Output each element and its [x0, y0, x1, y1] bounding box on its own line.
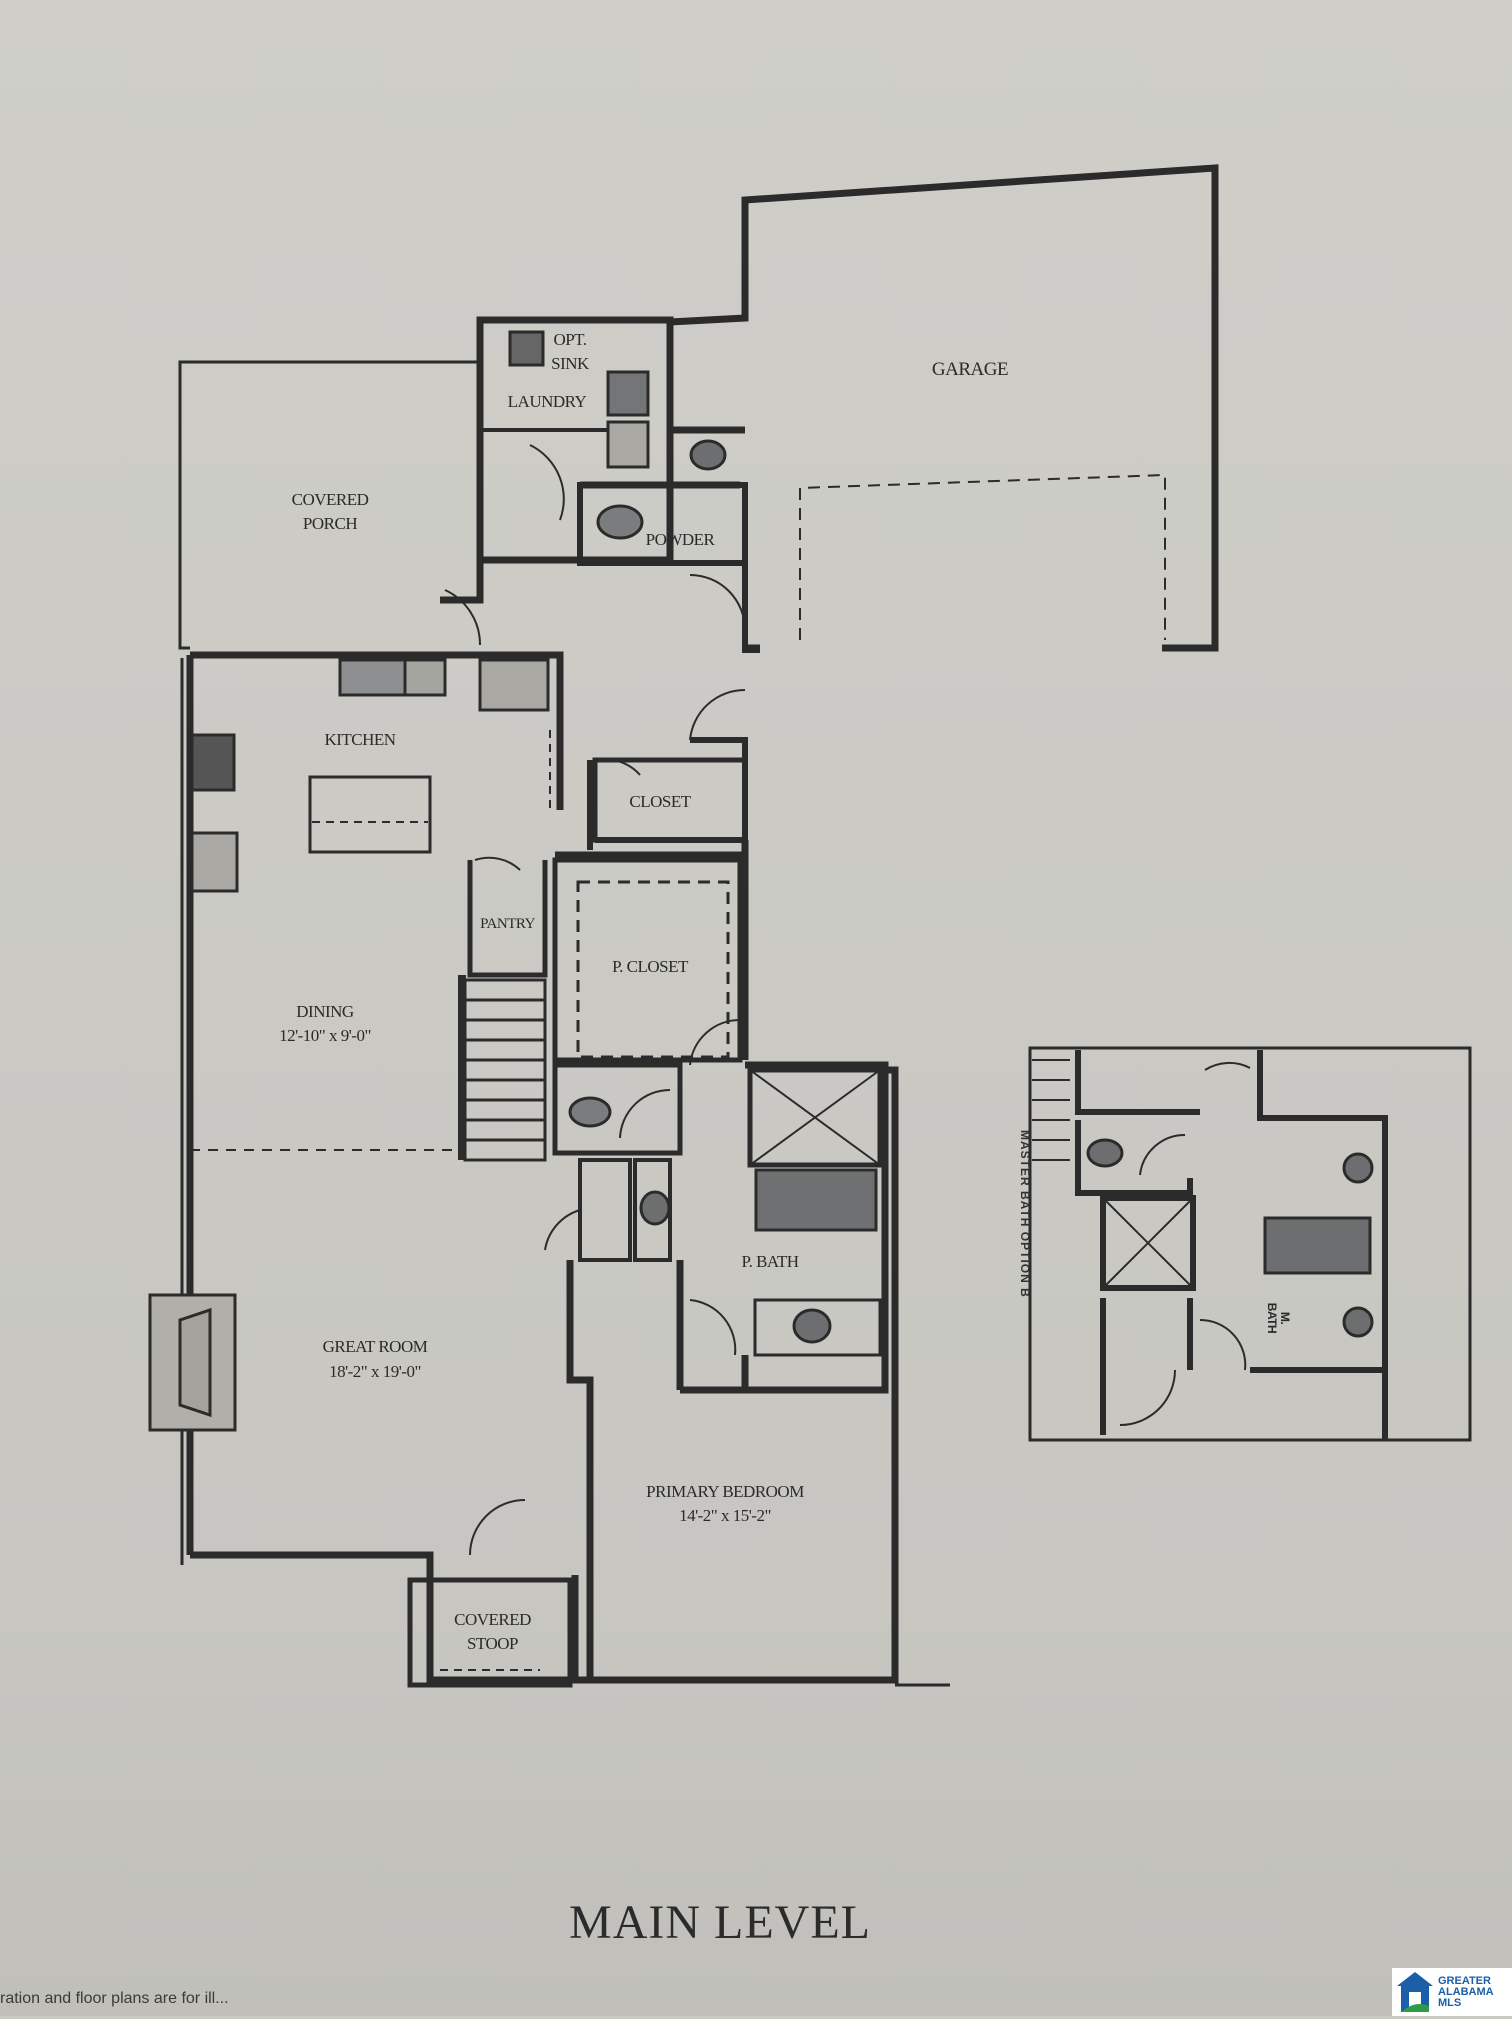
- powder-toilet-icon: [596, 504, 644, 540]
- main-outer-walls: [190, 651, 564, 810]
- room-label-laundry: LAUNDRY: [507, 392, 587, 411]
- room-label-p-closet: P. CLOSET: [612, 957, 688, 976]
- room-label-m-bath: M. BATH: [1265, 1302, 1292, 1334]
- room-size-primary-bedroom: 14'-2" x 15'-2": [679, 1506, 771, 1525]
- room-label-primary-bedroom: PRIMARY BEDROOM: [646, 1482, 804, 1501]
- room-size-great-room: 18'-2" x 19'-0": [329, 1362, 421, 1381]
- kitchen-island: [308, 775, 432, 854]
- toilet-icon: [568, 1096, 612, 1128]
- garage-walls: [669, 164, 1219, 652]
- room-label-p-bath: P. BATH: [741, 1252, 799, 1271]
- room-label-covered-stoop: COVERED STOOP: [454, 1610, 531, 1653]
- dryer-icon: [606, 370, 650, 417]
- room-label-great-room: GREAT ROOM: [322, 1337, 428, 1356]
- porch-outline: [178, 360, 480, 650]
- room-label-kitchen: KITCHEN: [324, 730, 396, 749]
- room-label-opt-sink: OPT. SINK: [551, 330, 589, 373]
- room-label-pantry: PANTRY: [480, 916, 535, 932]
- mls-logo-line3: MLS: [1438, 1996, 1462, 2009]
- vanity-sink-icon: [639, 1190, 671, 1226]
- room-label-covered-porch: COVERED PORCH: [291, 490, 369, 533]
- room-label-closet: CLOSET: [629, 792, 691, 811]
- dishwasher-icon: [190, 831, 239, 893]
- range-icon: [190, 733, 236, 792]
- mls-logo: GREATER ALABAMA MLS: [1392, 1968, 1512, 2016]
- room-size-dining: 12'-10" x 9'-0": [279, 1026, 371, 1045]
- bathtub-icon: [1263, 1216, 1372, 1275]
- option-b-drawing: [1028, 1046, 1472, 1442]
- footer-disclaimer: ration and floor plans are for ill...: [0, 1990, 229, 2007]
- mls-logo-line2: ALABAMA: [1438, 1985, 1494, 1998]
- room-label-dining: DINING: [296, 1002, 354, 1021]
- laundry-walls: [476, 316, 674, 564]
- washer-icon: [606, 420, 650, 469]
- fridge-icon: [478, 658, 550, 712]
- room-label-garage: GARAGE: [931, 359, 1009, 380]
- utility-sink-icon: [508, 330, 545, 367]
- bathtub-icon: [754, 1168, 878, 1232]
- vanity-sink-icon: [1342, 1306, 1374, 1338]
- kitchen-sink-icon: [338, 658, 407, 697]
- vanity-sink-icon: [792, 1308, 832, 1344]
- house-logo-icon: [1396, 1970, 1434, 2014]
- toilet-icon: [1086, 1138, 1124, 1168]
- powder-sink-icon: [689, 439, 727, 471]
- option-b-label: MASTER BATH OPTION B: [1018, 1130, 1032, 1298]
- mls-logo-line1: GREATER: [1438, 1974, 1491, 1987]
- vanity-sink-icon: [1342, 1152, 1374, 1184]
- page-title: MAIN LEVEL: [569, 1896, 871, 1949]
- room-label-powder: POWDER: [645, 530, 715, 549]
